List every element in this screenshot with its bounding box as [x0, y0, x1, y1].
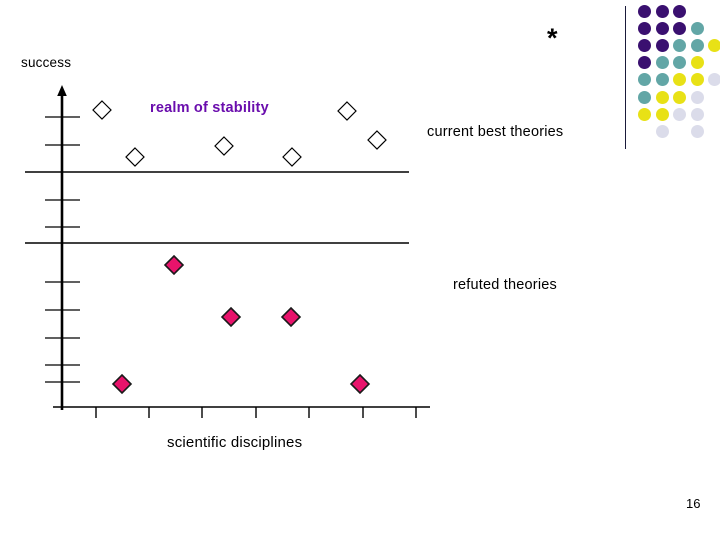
decorative-dot: [655, 90, 669, 104]
decorative-dot: [655, 73, 669, 87]
decorative-dot: [708, 39, 720, 53]
decorative-dot: [708, 73, 720, 87]
decorative-dot: [690, 22, 704, 36]
data-point-filled-diamond: [280, 306, 302, 328]
decorative-dot: [673, 107, 686, 121]
decorative-dot: [690, 107, 704, 121]
data-point-open-diamond: [214, 136, 234, 156]
decorative-dot: [655, 107, 669, 121]
page-number: 16: [686, 496, 701, 511]
decorative-dot: [655, 22, 669, 36]
data-point-open-diamond: [337, 101, 357, 121]
decorative-dot: [690, 56, 704, 70]
decorative-dot: [673, 5, 686, 18]
refuted-theories-label: refuted theories: [453, 277, 557, 293]
asterisk-marker: *: [547, 23, 558, 53]
decorative-dot: [638, 22, 651, 36]
decorative-dot: [638, 73, 651, 87]
decorative-dot: [655, 5, 669, 18]
decorative-dot: [690, 124, 704, 138]
decorative-dot: [638, 107, 651, 121]
decorative-dot: [673, 39, 686, 53]
data-point-filled-diamond: [220, 306, 242, 328]
decorative-dot: [690, 73, 704, 87]
current-best-theories-label: current best theories: [427, 124, 564, 140]
realm-of-stability-label: realm of stability: [150, 100, 269, 116]
decorative-dot: [673, 22, 686, 36]
data-point-open-diamond: [125, 147, 145, 167]
decorative-dot: [690, 90, 704, 104]
decorative-dot: [673, 73, 686, 87]
decorative-dot: [690, 39, 704, 53]
data-point-open-diamond: [282, 147, 302, 167]
data-point-filled-diamond: [349, 373, 371, 395]
decorative-dot: [638, 5, 651, 18]
decorative-dot: [673, 56, 686, 70]
x-axis-label: scientific disciplines: [167, 434, 303, 451]
decorative-dot: [638, 56, 651, 70]
data-point-open-diamond: [92, 100, 112, 120]
decorative-dot: [655, 56, 669, 70]
decorative-dot: [638, 90, 651, 104]
decorative-dot: [655, 39, 669, 53]
decorative-dot: [638, 39, 651, 53]
decorative-dot: [673, 90, 686, 104]
decorative-divider-line: [625, 6, 626, 149]
data-point-filled-diamond: [163, 254, 185, 276]
y-axis-label: success: [21, 55, 72, 70]
data-point-open-diamond: [367, 130, 387, 150]
data-point-filled-diamond: [111, 373, 133, 395]
y-axis-arrowhead: [57, 85, 67, 96]
decorative-dot-grid: [624, 2, 720, 152]
decorative-dot: [655, 124, 669, 138]
